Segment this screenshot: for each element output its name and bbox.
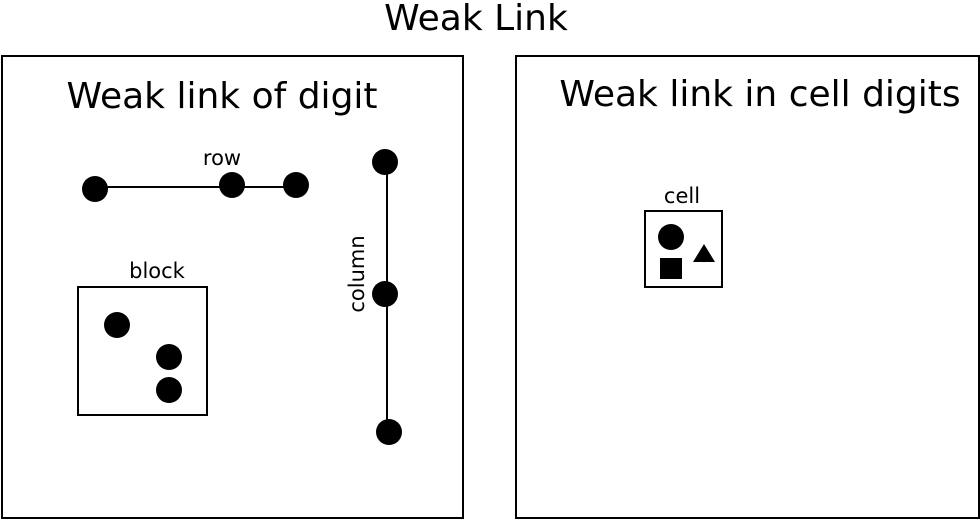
row-label: row	[203, 146, 241, 170]
cell-triangle-digit	[693, 244, 715, 262]
cell-square-digit	[660, 258, 682, 279]
block-node-3	[156, 377, 182, 403]
cell-label: cell	[664, 184, 700, 208]
right-panel-title: Weak link in cell digits	[559, 74, 960, 115]
main-title: Weak Link	[384, 0, 568, 39]
column-node-2	[372, 281, 398, 307]
row-node-3	[283, 172, 309, 198]
left-panel: Weak link of digit row column block	[1, 55, 464, 519]
block-node-1	[104, 312, 130, 338]
left-panel-frame	[1, 55, 464, 519]
column-node-1	[372, 149, 398, 175]
column-node-3	[376, 419, 402, 445]
block-label: block	[129, 259, 186, 283]
column-link: column	[345, 149, 402, 445]
column-label: column	[345, 235, 369, 312]
cell-frame	[644, 210, 723, 288]
right-panel-frame	[515, 55, 980, 519]
row-node-2	[219, 172, 245, 198]
block-link: block	[77, 259, 208, 416]
left-panel-title: Weak link of digit	[66, 76, 377, 117]
right-panel: Weak link in cell digits cell	[515, 55, 980, 519]
block-node-2	[156, 344, 182, 370]
cell-circle-digit	[658, 224, 684, 250]
cell-link: cell	[644, 184, 723, 288]
block-frame	[77, 286, 208, 416]
row-link: row	[82, 146, 309, 202]
row-node-1	[82, 176, 108, 202]
